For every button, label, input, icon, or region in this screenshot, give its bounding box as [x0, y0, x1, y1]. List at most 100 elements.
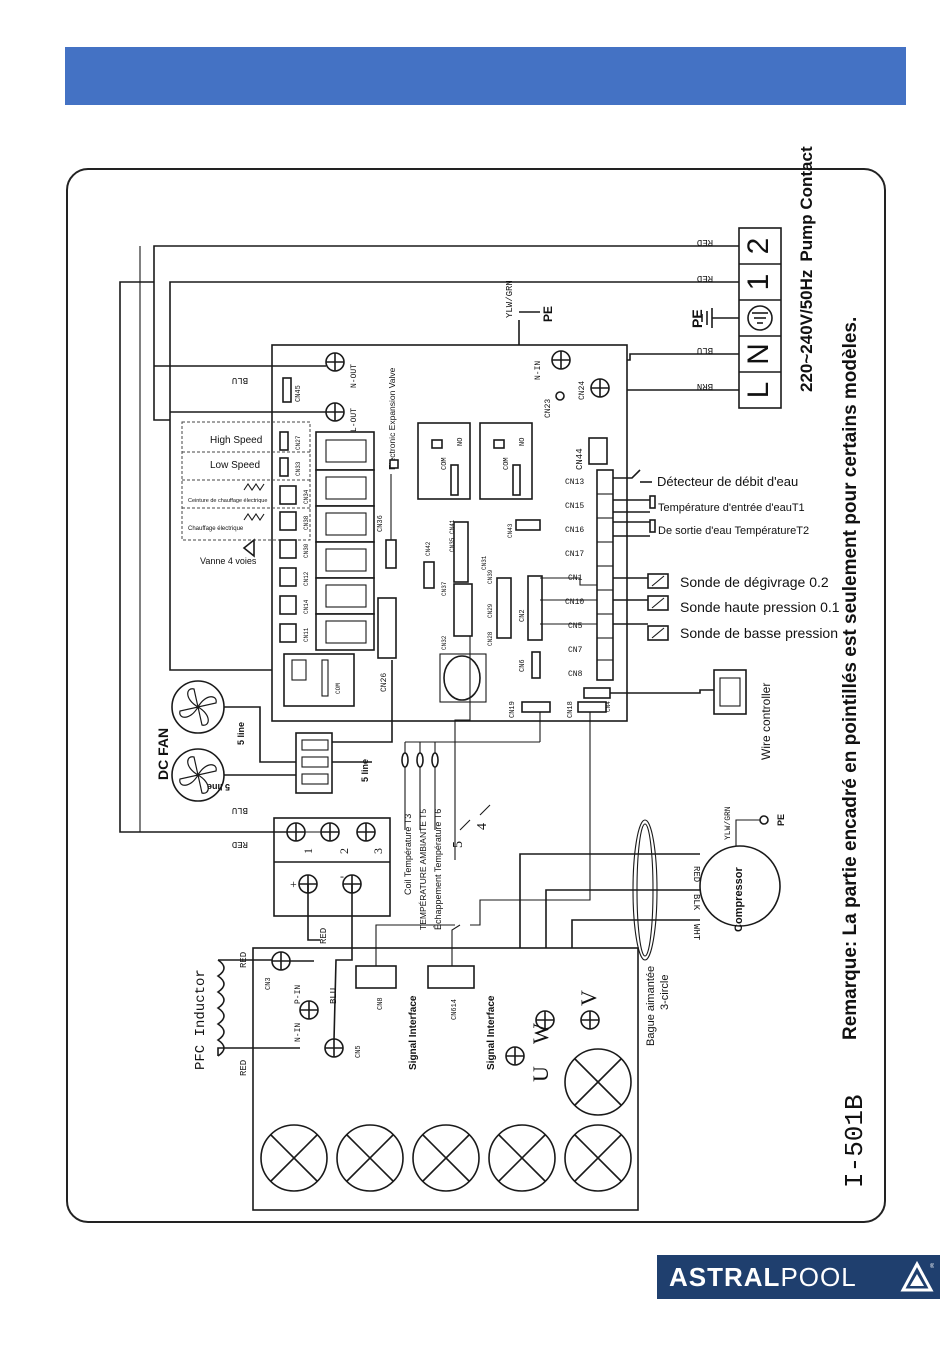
svg-text:2: 2: [337, 848, 351, 854]
svg-text:CN14: CN14: [303, 599, 310, 614]
svg-text:3: 3: [371, 848, 385, 854]
svg-text:CN31: CN31: [481, 555, 488, 570]
relay-1: COM NO: [417, 422, 471, 500]
sensor-connector-column: CN44 CN13 CN15 CN16 CN17 CN1 CN10 CN5 CN…: [565, 437, 614, 681]
svg-text:1: 1: [301, 848, 315, 854]
sensor-lines: [540, 469, 669, 641]
svg-text:High Speed: High Speed: [210, 435, 262, 446]
dc-fan-1: [171, 680, 225, 734]
svg-text:CN28: CN28: [487, 631, 494, 646]
pe-ground: PE: [689, 308, 739, 328]
svg-text:L-OUT: L-OUT: [350, 408, 359, 432]
svg-text:BLU: BLU: [232, 375, 248, 385]
svg-text:BLU: BLU: [232, 805, 248, 815]
svg-text:CN11: CN11: [303, 627, 310, 642]
astralpool-logo: ASTRALPOOL ®: [657, 1255, 940, 1299]
svg-text:CN7: CN7: [568, 646, 583, 655]
flow-detector-label: Détecteur de débit d'eau: [657, 474, 798, 489]
wire-controller-label: Wire controller: [759, 683, 773, 760]
svg-text:Signal Interface: Signal Interface: [486, 995, 497, 1070]
svg-text:CN16: CN16: [565, 526, 584, 535]
svg-text:CN42: CN42: [425, 541, 432, 556]
svg-text:CN41: CN41: [449, 519, 456, 534]
svg-text:RED: RED: [232, 839, 248, 849]
svg-text:CN5: CN5: [568, 622, 583, 631]
cn24-terminal: [590, 378, 610, 398]
svg-text:N-IN: N-IN: [294, 1023, 303, 1042]
svg-text:CN614: CN614: [451, 999, 459, 1020]
svg-text:YLW/GRN: YLW/GRN: [724, 806, 733, 840]
l-out-terminal: [325, 402, 345, 422]
astralpool-triangle-icon: ®: [900, 1260, 934, 1292]
svg-text:CN29: CN29: [487, 603, 494, 618]
n-out-terminal: [325, 352, 345, 372]
svg-text:CN15: CN15: [565, 502, 584, 511]
svg-text:5 line: 5 line: [207, 782, 230, 792]
svg-text:CN8: CN8: [377, 997, 385, 1010]
svg-text:CN5: CN5: [355, 1045, 363, 1058]
svg-text:RED: RED: [239, 1060, 249, 1076]
svg-text:3-circle: 3-circle: [659, 975, 671, 1010]
svg-text:NO: NO: [457, 438, 465, 446]
svg-text:CN37: CN37: [441, 581, 448, 596]
left-board-connectors: CN27 CN33 CN34 CN38 CN30 CN12 CN14 CN11: [279, 431, 310, 643]
svg-text:U: U: [528, 1066, 553, 1082]
bague-aimantee-ring: [632, 819, 658, 961]
svg-text:CN19: CN19: [509, 701, 517, 718]
dc-fan-2: [171, 748, 225, 802]
mid-board-connectors: CN42 CN37 CN35 CN41 CN32 CN28 CN29 CN39 …: [423, 519, 612, 718]
svg-text:CN36: CN36: [377, 515, 385, 532]
svg-text:Bague aimantée: Bague aimantée: [645, 966, 657, 1046]
n-in-terminal: [551, 350, 571, 370]
svg-text:W: W: [528, 1023, 553, 1044]
svg-text:CN32: CN32: [441, 635, 448, 650]
svg-text:RED: RED: [319, 928, 329, 944]
svg-text:CN45: CN45: [295, 385, 303, 402]
svg-text:RED: RED: [239, 952, 249, 968]
terminal-1: 1: [742, 274, 775, 291]
svg-text:CN17: CN17: [565, 550, 584, 559]
svg-text:CN38: CN38: [303, 515, 310, 530]
t2-label: De sortie d'eau TempératureT2: [658, 525, 809, 537]
svg-text:DC FAN: DC FAN: [155, 728, 171, 780]
svg-text:CN8: CN8: [568, 670, 583, 679]
header-bar: [65, 47, 906, 105]
svg-text:Ceinture de chauffage électriq: Ceinture de chauffage électrique: [188, 498, 267, 504]
svg-text:Compressor: Compressor: [733, 866, 745, 932]
terminal-n: N: [742, 343, 775, 365]
temperature-sensors: Coil Température T3 TEMPÉRATURE AMBIANTE…: [401, 636, 591, 930]
relay-2: COM NO: [479, 422, 533, 500]
optional-dashed-area: [181, 421, 311, 541]
sensor-ellipse: [443, 655, 481, 701]
svg-text:5 line: 5 line: [360, 759, 370, 782]
svg-text:TEMPÉRATURE AMBIANTE T5: TEMPÉRATURE AMBIANTE T5: [418, 809, 428, 930]
svg-text:5 line: 5 line: [236, 722, 246, 745]
svg-text:NO: NO: [519, 438, 527, 446]
svg-text:BLU: BLU: [697, 345, 713, 355]
svg-text:RED: RED: [697, 273, 713, 283]
svg-text:PE: PE: [776, 814, 786, 826]
low-pressure-label: Sonde de basse pression: [680, 625, 838, 641]
svg-text:+: +: [290, 877, 297, 891]
svg-text:BLU: BLU: [329, 988, 339, 1004]
svg-text:PE: PE: [541, 306, 555, 322]
power-terminal-block: 2 1 N L: [738, 227, 782, 409]
svg-text:RED: RED: [691, 866, 701, 882]
power-supply-label: 220~240V/50HzPump Contact: [797, 146, 816, 392]
svg-text:BLK: BLK: [691, 894, 701, 911]
svg-text:CN23: CN23: [544, 399, 553, 418]
terminal-2: 2: [742, 238, 775, 255]
svg-text:RED: RED: [697, 237, 713, 247]
svg-text:CN10: CN10: [565, 598, 584, 607]
svg-text:N-IN: N-IN: [534, 361, 543, 380]
svg-text:Low Speed: Low Speed: [210, 460, 260, 471]
svg-text:CN26: CN26: [380, 673, 389, 692]
svg-text:4: 4: [475, 823, 490, 830]
svg-text:CN39: CN39: [487, 569, 494, 584]
svg-text:CN13: CN13: [565, 478, 584, 487]
svg-text:Chauffage électrique: Chauffage électrique: [188, 526, 244, 532]
svg-text:COM: COM: [503, 457, 511, 470]
svg-text:COM: COM: [335, 683, 342, 694]
svg-text:N-OUT: N-OUT: [350, 364, 359, 388]
